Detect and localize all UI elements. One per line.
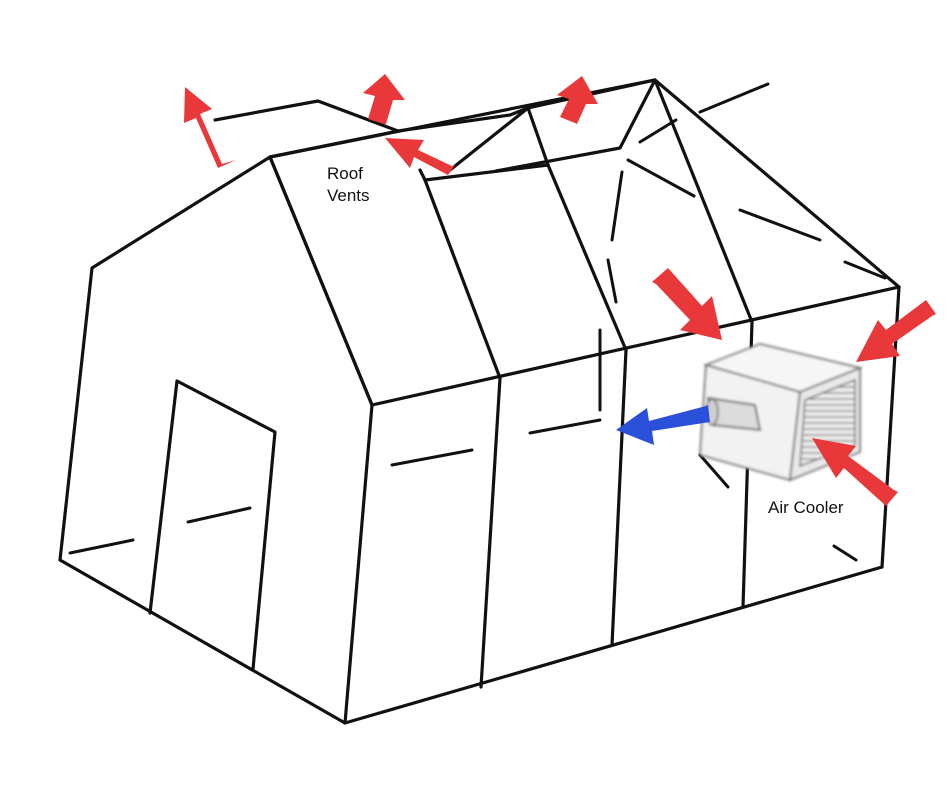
roof-vent-1 (213, 99, 400, 159)
exhaust-arrows (184, 74, 598, 175)
air-cooler-unit (698, 342, 864, 482)
roof-vents-label-line2: Vents (327, 186, 370, 205)
door (148, 379, 277, 671)
interior-dashes (68, 82, 887, 562)
roof-end-slope (653, 78, 901, 289)
intake-arrows (652, 268, 936, 506)
cool-air-arrow (616, 405, 710, 445)
arrow-in-icon (812, 438, 898, 506)
arrow-left-icon (616, 405, 710, 445)
front-right-edge (370, 285, 901, 407)
arrow-up-icon (184, 87, 236, 168)
arrow-up-icon (363, 74, 405, 124)
front-wall (58, 155, 374, 725)
arrow-in-icon (385, 138, 455, 175)
roof-vents-label-line1: Roof (327, 164, 363, 183)
arrow-in-icon (856, 300, 936, 362)
roof-vent-2 (396, 106, 530, 172)
arrow-up-icon (557, 76, 598, 124)
air-cooler-label: Air Cooler (768, 498, 844, 517)
arrow-in-icon (652, 268, 722, 340)
roof-vents-label: Roof Vents (327, 163, 370, 207)
